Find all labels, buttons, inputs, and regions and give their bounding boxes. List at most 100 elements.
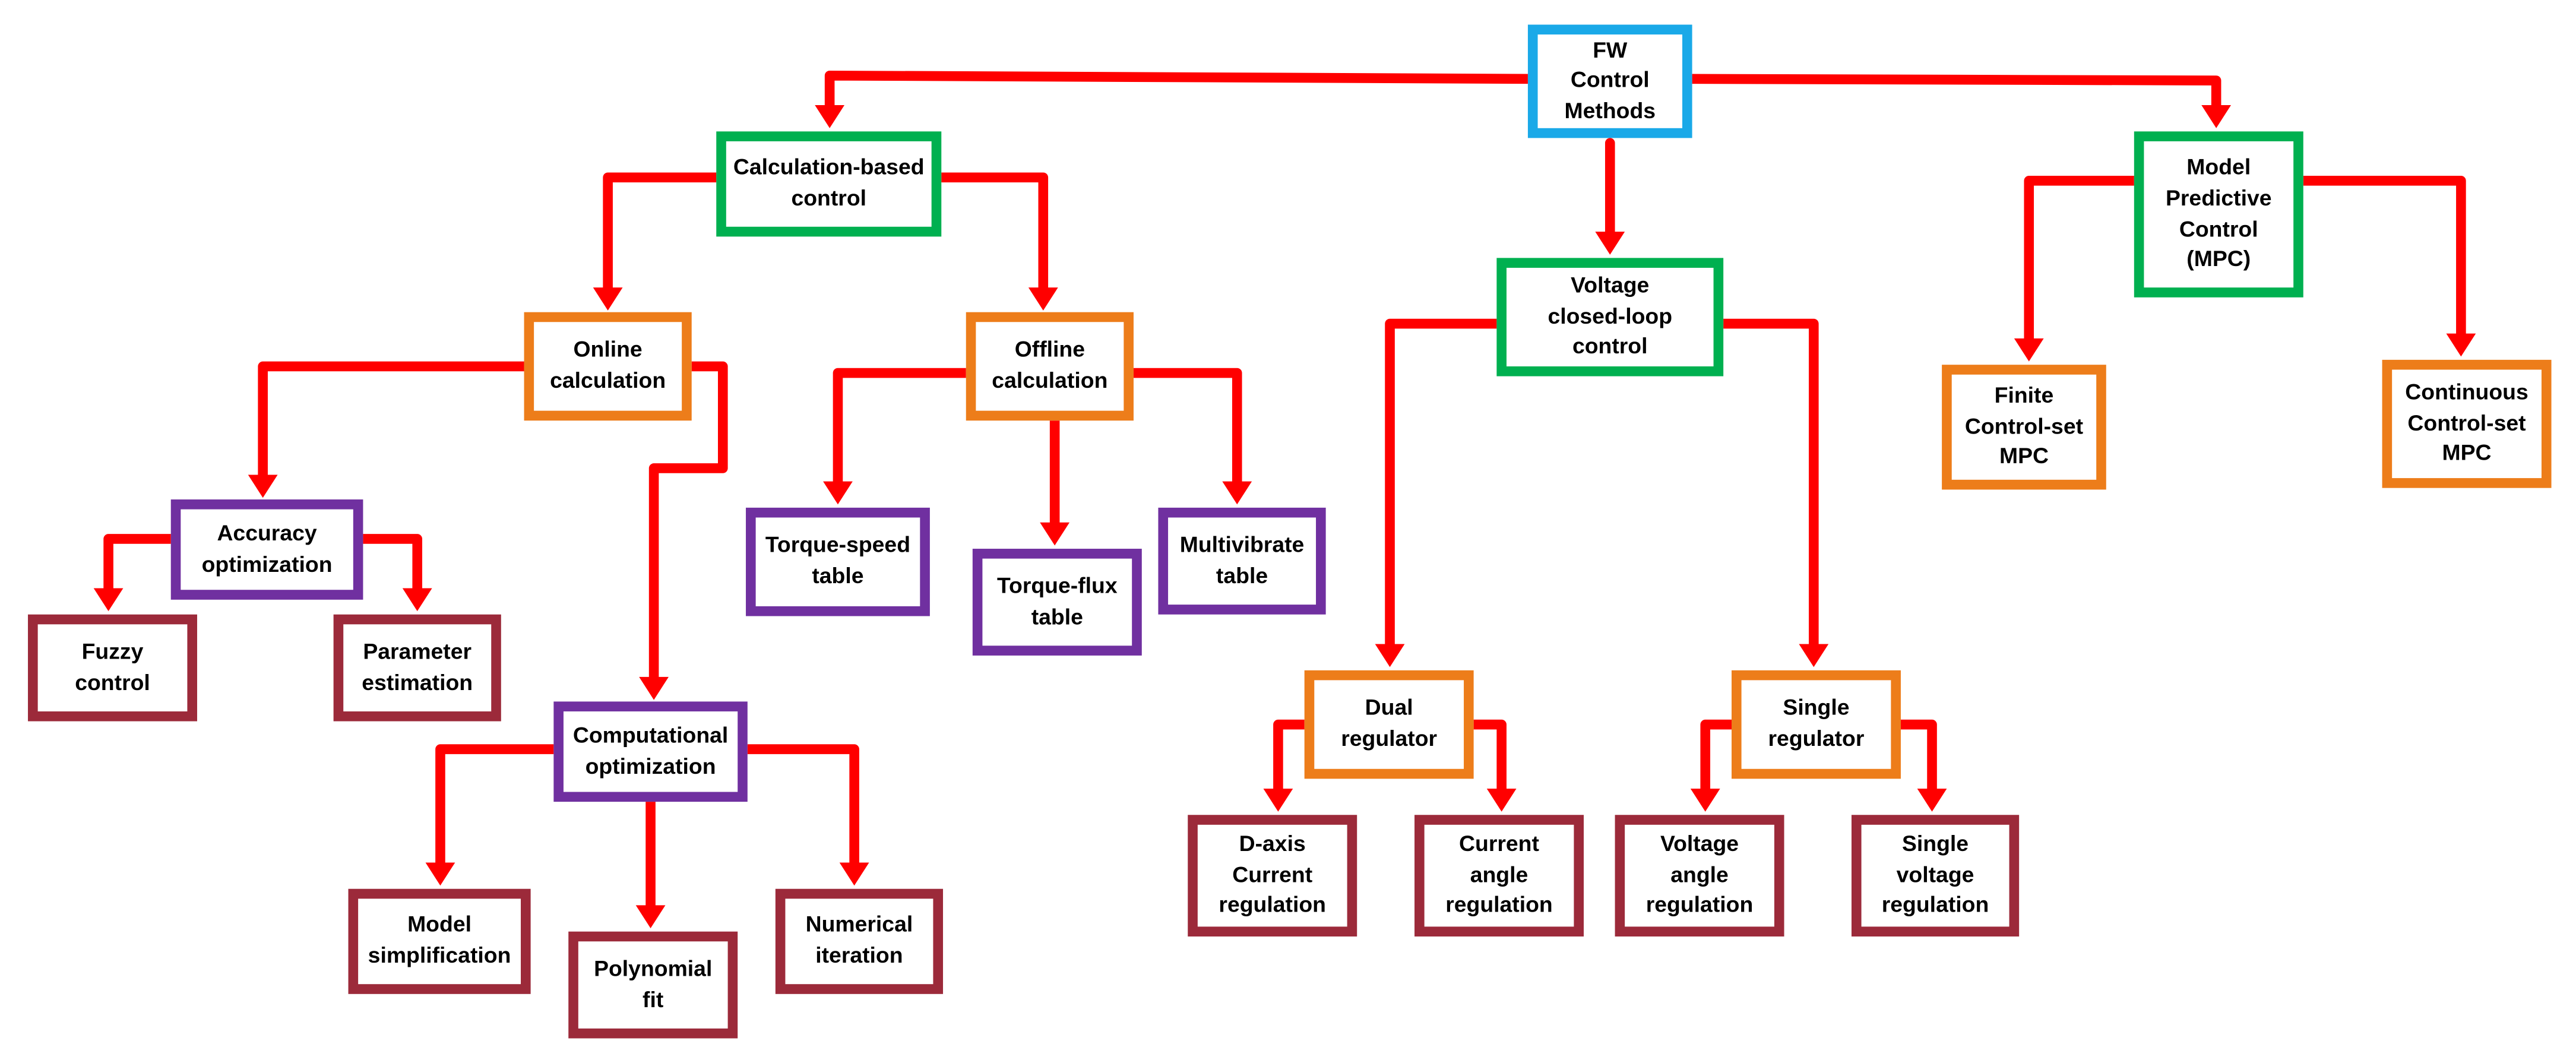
- connector-voltage-closed-loop-control-to-single-regulator: [1718, 318, 1829, 667]
- node-multivibrate-table: Multivibrate table: [1158, 507, 1326, 615]
- connector-line: [258, 361, 529, 483]
- node-label: Torque-speed table: [765, 533, 911, 589]
- arrowhead-icon: [635, 905, 666, 929]
- node-label: Accuracy optimization: [201, 520, 333, 576]
- node-label: Calculation-based control: [733, 155, 925, 211]
- connector-computational-optimization-to-polynomial-fit: [635, 796, 666, 929]
- connector-line: [742, 744, 859, 871]
- connector-computational-optimization-to-numerical-iteration: [742, 744, 869, 886]
- arrowhead-icon: [1263, 788, 1293, 812]
- node-torque-speed-table: Torque-speed table: [746, 507, 930, 616]
- connector-dual-regulator-to-current-angle-regulation: [1469, 719, 1517, 812]
- node-label: Offline calculation: [992, 337, 1108, 393]
- connector-dual-regulator-to-d-axis-current-regulation: [1263, 719, 1309, 812]
- node-d-axis-current-regulation: D-axis Current regulation: [1188, 815, 1357, 937]
- connector-line: [1273, 719, 1309, 797]
- node-label: Polynomial fit: [594, 956, 713, 1011]
- node-label: Parameter estimation: [362, 638, 473, 694]
- arrowhead-icon: [2014, 338, 2044, 362]
- node-current-angle-regulation: Current angle regulation: [1414, 815, 1584, 937]
- connector-online-calculation-to-accuracy-optimization: [248, 361, 529, 498]
- arrowhead-icon: [402, 588, 432, 612]
- node-label: Voltage closed-loop control: [1548, 273, 1673, 359]
- arrowhead-icon: [2446, 333, 2476, 357]
- connector-line: [103, 534, 176, 597]
- connector-single-regulator-to-single-voltage-regulation: [1895, 719, 1947, 812]
- arrowhead-icon: [1917, 788, 1947, 812]
- node-label: Voltage angle regulation: [1645, 831, 1754, 918]
- connector-line: [1469, 719, 1507, 797]
- connector-line: [648, 361, 728, 685]
- node-fw-control-methods: FW Control Methods: [1527, 24, 1692, 138]
- connector-computational-optimization-to-model-simplification: [425, 744, 559, 886]
- node-continuous-control-set-mpc: Continuous Control-set MPC: [2382, 359, 2552, 488]
- arrowhead-icon: [639, 676, 669, 700]
- connector-line: [1385, 318, 1502, 653]
- connector-fw-control-methods-to-calculation-based-control: [815, 70, 1533, 128]
- connector-voltage-closed-loop-control-to-dual-regulator: [1375, 318, 1502, 667]
- node-label: Continuous Control-set MPC: [2405, 379, 2528, 466]
- connector-online-calculation-to-computational-optimization: [639, 361, 728, 700]
- node-online-calculation: Online calculation: [524, 312, 692, 421]
- connector-accuracy-optimization-to-parameter-estimation: [358, 534, 432, 612]
- arrowhead-icon: [839, 862, 869, 886]
- connector-model-predictive-control-to-continuous-control-set-mpc: [2298, 176, 2476, 357]
- arrowhead-icon: [1222, 481, 1252, 505]
- node-label: Multivibrate table: [1179, 532, 1305, 588]
- node-label: Single regulator: [1768, 695, 1865, 751]
- connector-line: [1700, 719, 1737, 797]
- arrowhead-icon: [93, 588, 124, 612]
- arrowhead-icon: [1799, 644, 1829, 667]
- node-accuracy-optimization: Accuracy optimization: [170, 499, 363, 600]
- arrowhead-icon: [1595, 232, 1625, 255]
- connector-line: [1718, 318, 1819, 653]
- arrowhead-icon: [823, 481, 853, 505]
- node-fuzzy-control: Fuzzy control: [28, 614, 197, 722]
- node-offline-calculation: Offline calculation: [966, 312, 1134, 421]
- node-voltage-angle-regulation: Voltage angle regulation: [1615, 815, 1784, 937]
- connector-fw-control-methods-to-model-predictive-control: [1687, 74, 2232, 128]
- node-polynomial-fit: Polynomial fit: [568, 931, 738, 1039]
- connector-line: [1687, 74, 2221, 113]
- arrowhead-icon: [425, 862, 455, 886]
- arrowhead-icon: [815, 105, 845, 128]
- node-numerical-iteration: Numerical iteration: [775, 888, 944, 994]
- connector-line: [603, 172, 721, 296]
- node-label: Torque-flux table: [996, 573, 1118, 629]
- connector-single-regulator-to-voltage-angle-regulation: [1690, 719, 1737, 812]
- connector-offline-calculation-to-torque-speed-table: [823, 368, 971, 505]
- node-torque-flux-table: Torque-flux table: [972, 549, 1142, 656]
- node-finite-control-set-mpc: Finite Control-set MPC: [1942, 365, 2106, 490]
- node-model-predictive-control: Model Predictive Control (MPC): [2134, 131, 2303, 298]
- connector-line: [824, 70, 1533, 113]
- node-label: D-axis Current regulation: [1219, 831, 1326, 918]
- node-label: Single voltage regulation: [1881, 831, 1989, 918]
- node-parameter-estimation: Parameter estimation: [333, 614, 501, 722]
- node-label: Numerical iteration: [805, 912, 913, 968]
- arrowhead-icon: [1028, 287, 1058, 311]
- connector-line: [1128, 368, 1242, 490]
- arrowhead-icon: [2201, 105, 2232, 128]
- node-calculation-based-control: Calculation-based control: [716, 131, 942, 237]
- node-computational-optimization: Computational optimization: [553, 701, 748, 802]
- connector-line: [435, 744, 559, 871]
- node-label: Model simplification: [368, 912, 511, 968]
- node-label: Online calculation: [550, 337, 666, 393]
- node-dual-regulator: Dual regulator: [1304, 670, 1474, 779]
- arrowhead-icon: [1690, 788, 1720, 812]
- connector-line: [1895, 719, 1937, 797]
- connector-fw-control-methods-to-voltage-closed-loop-control: [1595, 138, 1625, 255]
- connector-line: [2024, 176, 2140, 347]
- arrowhead-icon: [593, 287, 623, 311]
- node-label: FW Control Methods: [1564, 37, 1656, 123]
- node-voltage-closed-loop-control: Voltage closed-loop control: [1496, 258, 1724, 377]
- node-label: Dual regulator: [1341, 695, 1438, 751]
- connector-offline-calculation-to-multivibrate-table: [1128, 368, 1252, 505]
- connector-line: [358, 534, 423, 597]
- arrowhead-icon: [1040, 522, 1070, 546]
- node-model-simplification: Model simplification: [348, 888, 531, 994]
- connector-offline-calculation-to-torque-flux-table: [1040, 415, 1070, 546]
- node-label: Fuzzy control: [75, 638, 150, 694]
